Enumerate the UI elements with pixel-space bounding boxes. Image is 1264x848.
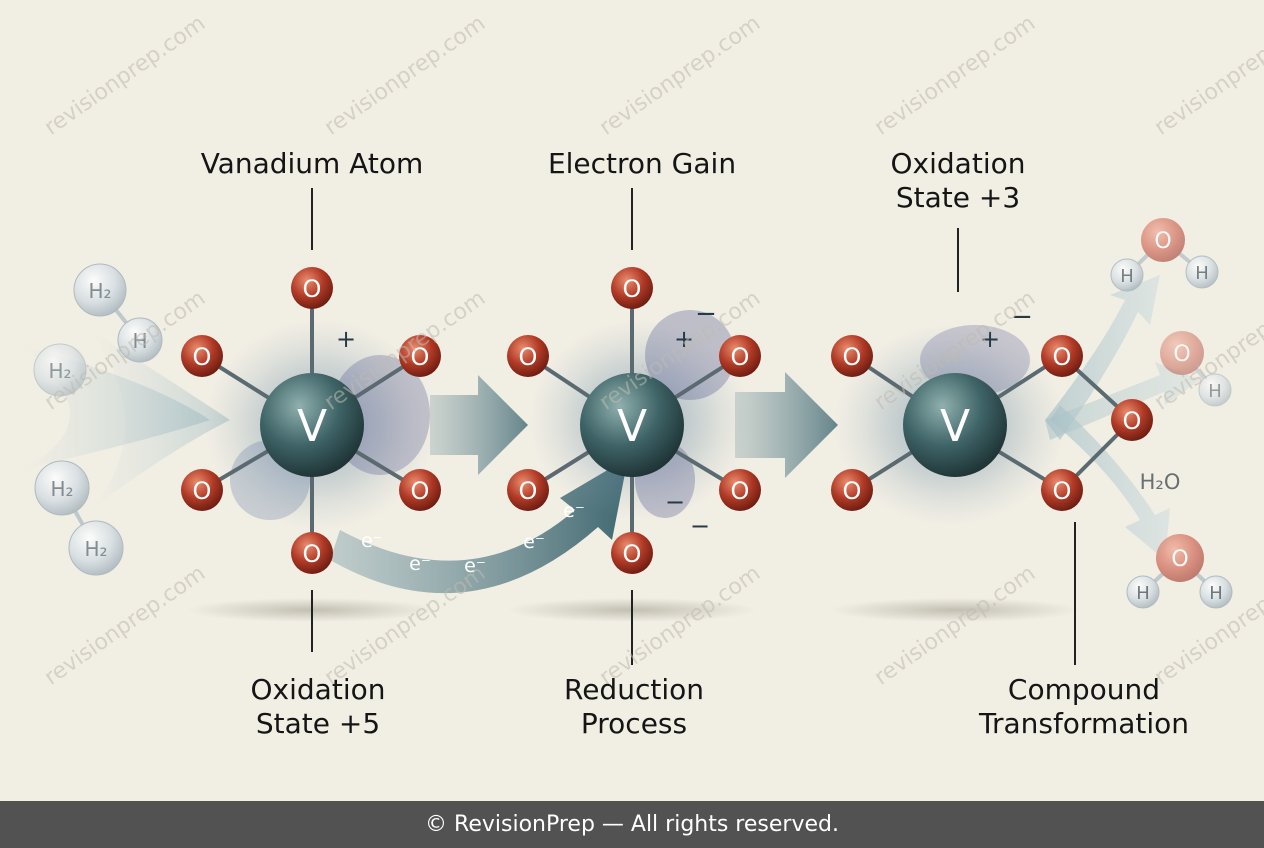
water-molecule-top: O H H (1110, 218, 1219, 292)
oxygen-label: O (731, 343, 750, 371)
vanadium-atom (260, 373, 364, 477)
charge-minus: − (1011, 302, 1033, 332)
oxygen-label: O (519, 343, 538, 371)
vanadium-label: V (940, 401, 970, 452)
charge-minus: − (695, 299, 717, 329)
h2-label: H₂ (88, 279, 111, 303)
oxygen-label: O (1171, 547, 1188, 572)
vanadium-atom (580, 373, 684, 477)
vanadium-atom (903, 373, 1007, 477)
oxygen-label: O (843, 343, 862, 371)
label-text: Compound (1007, 673, 1161, 706)
oxygen-label: O (519, 477, 538, 505)
label-oxidation-state-5: Oxidation State +5 (168, 673, 468, 741)
oxygen-label: O (1173, 342, 1190, 367)
water-molecule-middle: O H (1160, 331, 1232, 407)
hydrogen-label: H (132, 329, 147, 353)
hydrogen-label: H (1120, 266, 1134, 287)
hydrogen-label: H (1209, 583, 1223, 604)
water-molecules: O H H O H H₂O O H H (1110, 218, 1233, 609)
oxygen-atoms: O O O O O (831, 335, 1153, 511)
electron-label: e⁻ (409, 553, 431, 575)
electron-transfer-arrow (330, 458, 628, 594)
electron-label: e⁻ (361, 530, 383, 552)
hydrogen-label: H (1195, 263, 1209, 284)
oxygen-label: O (193, 477, 212, 505)
label-text: State +5 (255, 707, 381, 740)
hydrogen-label: H (1208, 381, 1222, 402)
label-text: Vanadium Atom (200, 147, 424, 180)
label-text: Electron Gain (547, 147, 737, 180)
label-text: Process (580, 707, 688, 740)
oxygen-label: O (1053, 477, 1072, 505)
leader-lines (311, 188, 1076, 665)
label-electron-gain: Electron Gain (492, 147, 792, 181)
charge-plus: + (980, 325, 1000, 353)
stage-arrow-1 (430, 375, 528, 475)
charge-minus: − (690, 512, 710, 540)
h2-label: H₂ (84, 537, 107, 561)
label-vanadium-atom: Vanadium Atom (162, 147, 462, 181)
oxygen-atoms: O O O O O O (181, 267, 441, 574)
label-reduction-process: Reduction Process (484, 673, 784, 741)
oxygen-label: O (1154, 229, 1171, 254)
molecule-oxidation-5: O O O O O O V + (181, 267, 441, 574)
outflow-arrows (1045, 275, 1200, 560)
electron-label: e⁻ (523, 531, 545, 553)
label-text: Transformation (978, 707, 1190, 740)
oxygen-label: O (1053, 343, 1072, 371)
label-oxidation-state-3: Oxidation State +3 (808, 147, 1108, 215)
oxygen-label: O (731, 477, 750, 505)
molecule-oxidation-3: O O O O O V + − (831, 302, 1153, 525)
label-text: State +3 (895, 181, 1021, 214)
shadow-3 (830, 598, 1080, 622)
water-formula: H₂O (1140, 470, 1181, 494)
oxygen-atoms: O O O O O O (507, 267, 761, 574)
electron-label: e⁻ (464, 555, 486, 577)
footer-bar: © RevisionPrep — All rights reserved. (0, 801, 1264, 848)
hydrogen-label: H (1136, 583, 1150, 604)
vanadium-label: V (297, 401, 327, 452)
oxygen-label: O (623, 275, 642, 303)
label-text: Reduction (564, 673, 704, 706)
vanadium-label: V (617, 401, 647, 452)
oxygen-label: O (843, 477, 862, 505)
molecule-reduction: O O O O O O V + − − − (507, 267, 761, 574)
label-compound-transformation: Compound Transformation (934, 673, 1234, 741)
copyright-text: © RevisionPrep — All rights reserved. (425, 812, 839, 837)
oxygen-label: O (303, 540, 322, 568)
label-text: Oxidation (250, 673, 386, 706)
oxygen-label: O (1123, 407, 1142, 435)
charge-plus: + (674, 325, 694, 353)
charge-minus: − (665, 488, 685, 516)
h2-label: H₂ (48, 359, 71, 383)
hydrogen-molecules: H₂ H H₂ H₂ H₂ (33, 263, 163, 576)
oxygen-label: O (623, 540, 642, 568)
stage-arrow-2 (735, 372, 838, 478)
oxygen-label: O (411, 477, 430, 505)
electron-label: e⁻ (563, 500, 585, 522)
h2-label: H₂ (50, 477, 73, 501)
charge-plus: + (336, 325, 356, 353)
oxygen-label: O (193, 343, 212, 371)
electrons: e⁻ e⁻ e⁻ e⁻ e⁻ (361, 500, 585, 577)
oxygen-label: O (303, 275, 322, 303)
label-text: Oxidation (890, 147, 1026, 180)
oxygen-label: O (411, 343, 430, 371)
water-molecule-bottom: O H H (1126, 534, 1233, 609)
